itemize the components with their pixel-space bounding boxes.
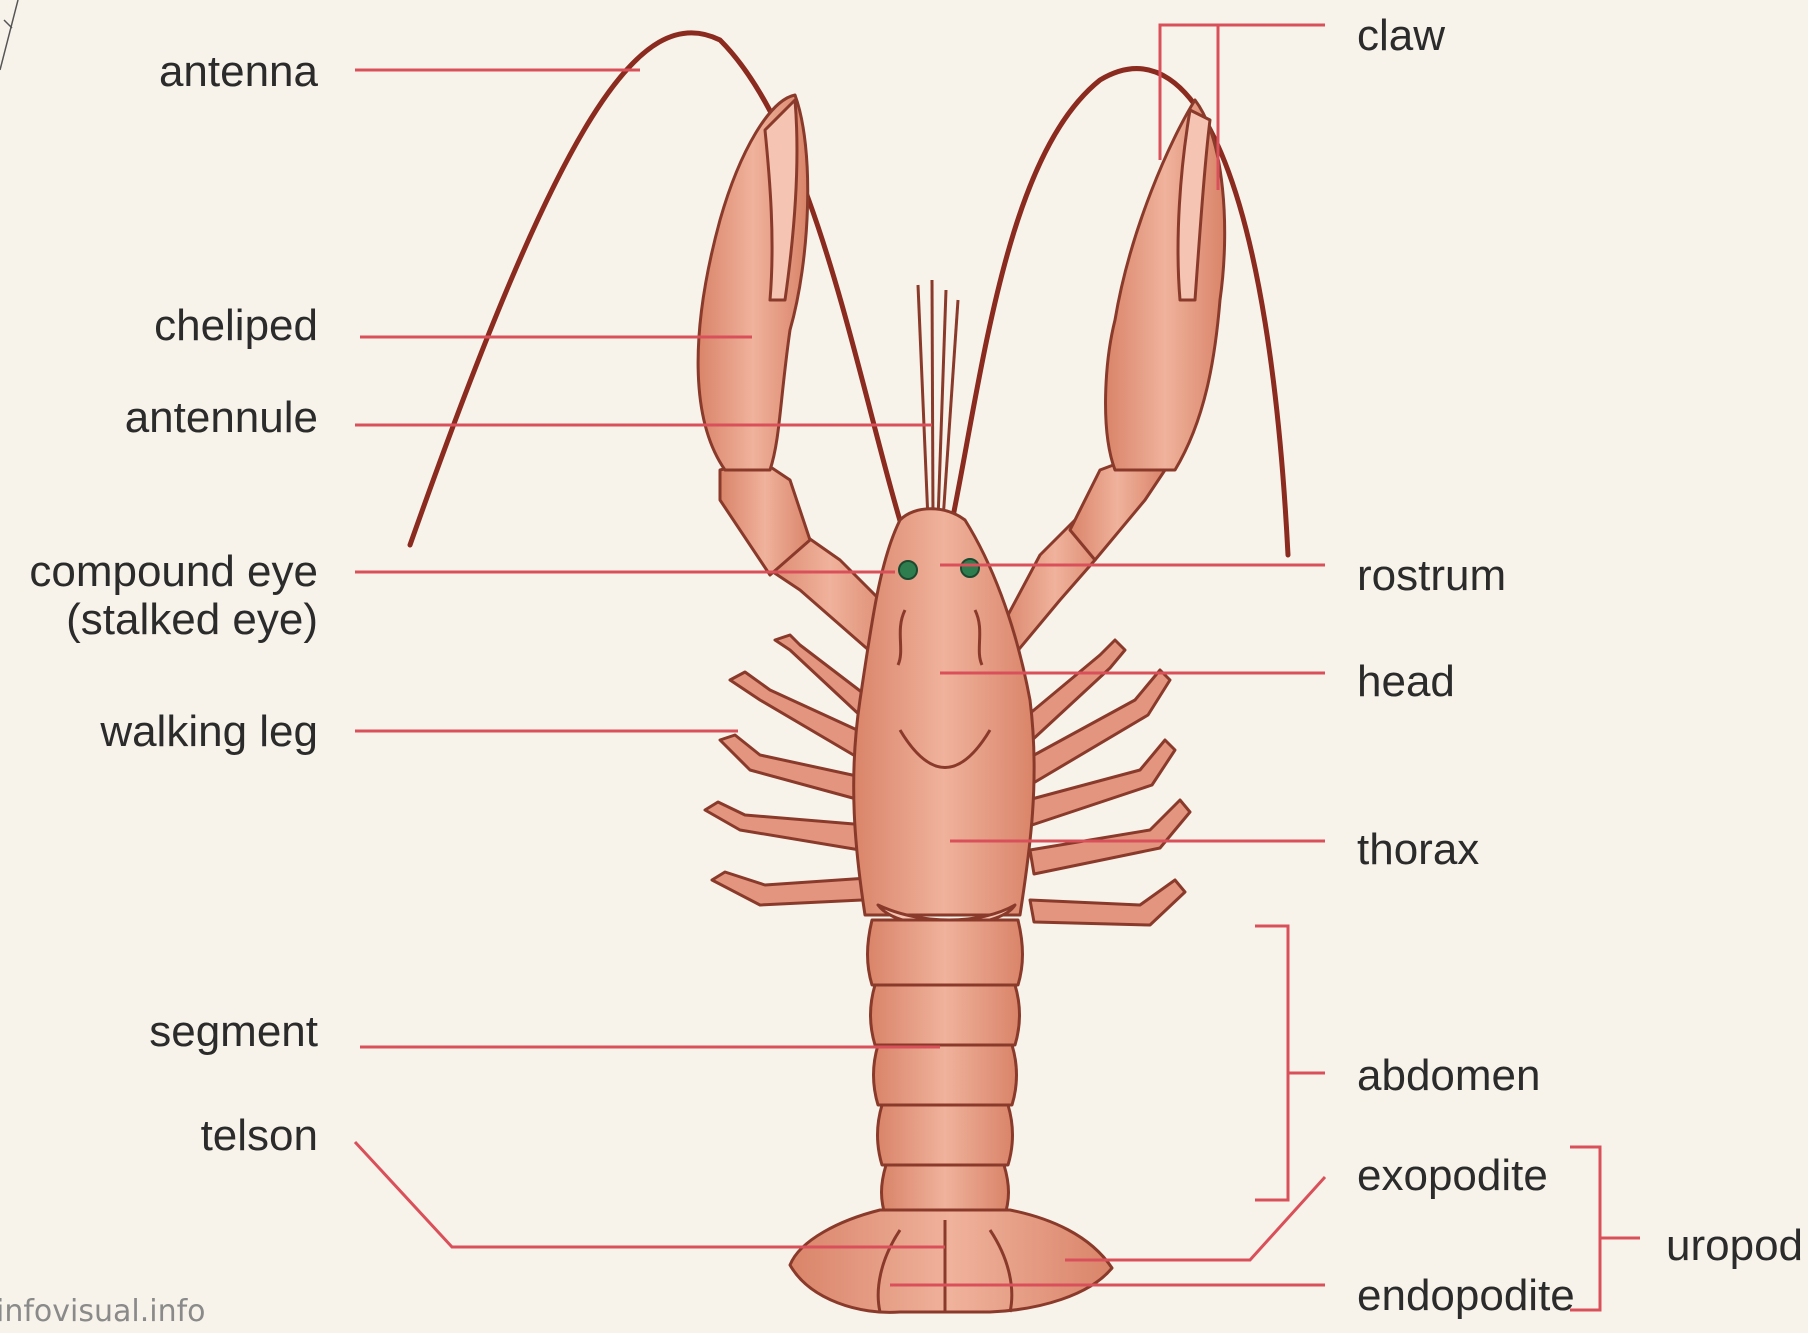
label-compound-eye: compound eye (stalked eye) — [29, 548, 318, 645]
credit-watermark: infovisual.info — [0, 1294, 206, 1329]
label-abdomen: abdomen — [1357, 1052, 1540, 1100]
label-walking-leg: walking leg — [100, 708, 318, 756]
label-telson: telson — [201, 1112, 318, 1160]
label-head: head — [1357, 658, 1455, 706]
label-antennule: antennule — [125, 394, 318, 442]
label-rostrum: rostrum — [1357, 552, 1506, 600]
right-cheliped — [1000, 100, 1225, 660]
label-exopodite: exopodite — [1357, 1152, 1548, 1200]
label-segment: segment — [149, 1008, 318, 1056]
tail-fan — [790, 1210, 1112, 1312]
left-cheliped — [698, 95, 900, 660]
label-compound-eye-line2: (stalked eye) — [29, 596, 318, 644]
abdomen-segments — [868, 920, 1023, 1218]
label-thorax: thorax — [1357, 826, 1479, 874]
label-compound-eye-line1: compound eye — [29, 548, 318, 596]
label-antenna: antenna — [159, 48, 318, 96]
label-cheliped: cheliped — [154, 302, 318, 350]
label-claw: claw — [1357, 12, 1445, 60]
label-uropod: uropod — [1666, 1222, 1803, 1270]
label-endopodite: endopodite — [1357, 1272, 1575, 1320]
corner-logo-mark — [0, 0, 18, 70]
antennules — [918, 280, 958, 520]
